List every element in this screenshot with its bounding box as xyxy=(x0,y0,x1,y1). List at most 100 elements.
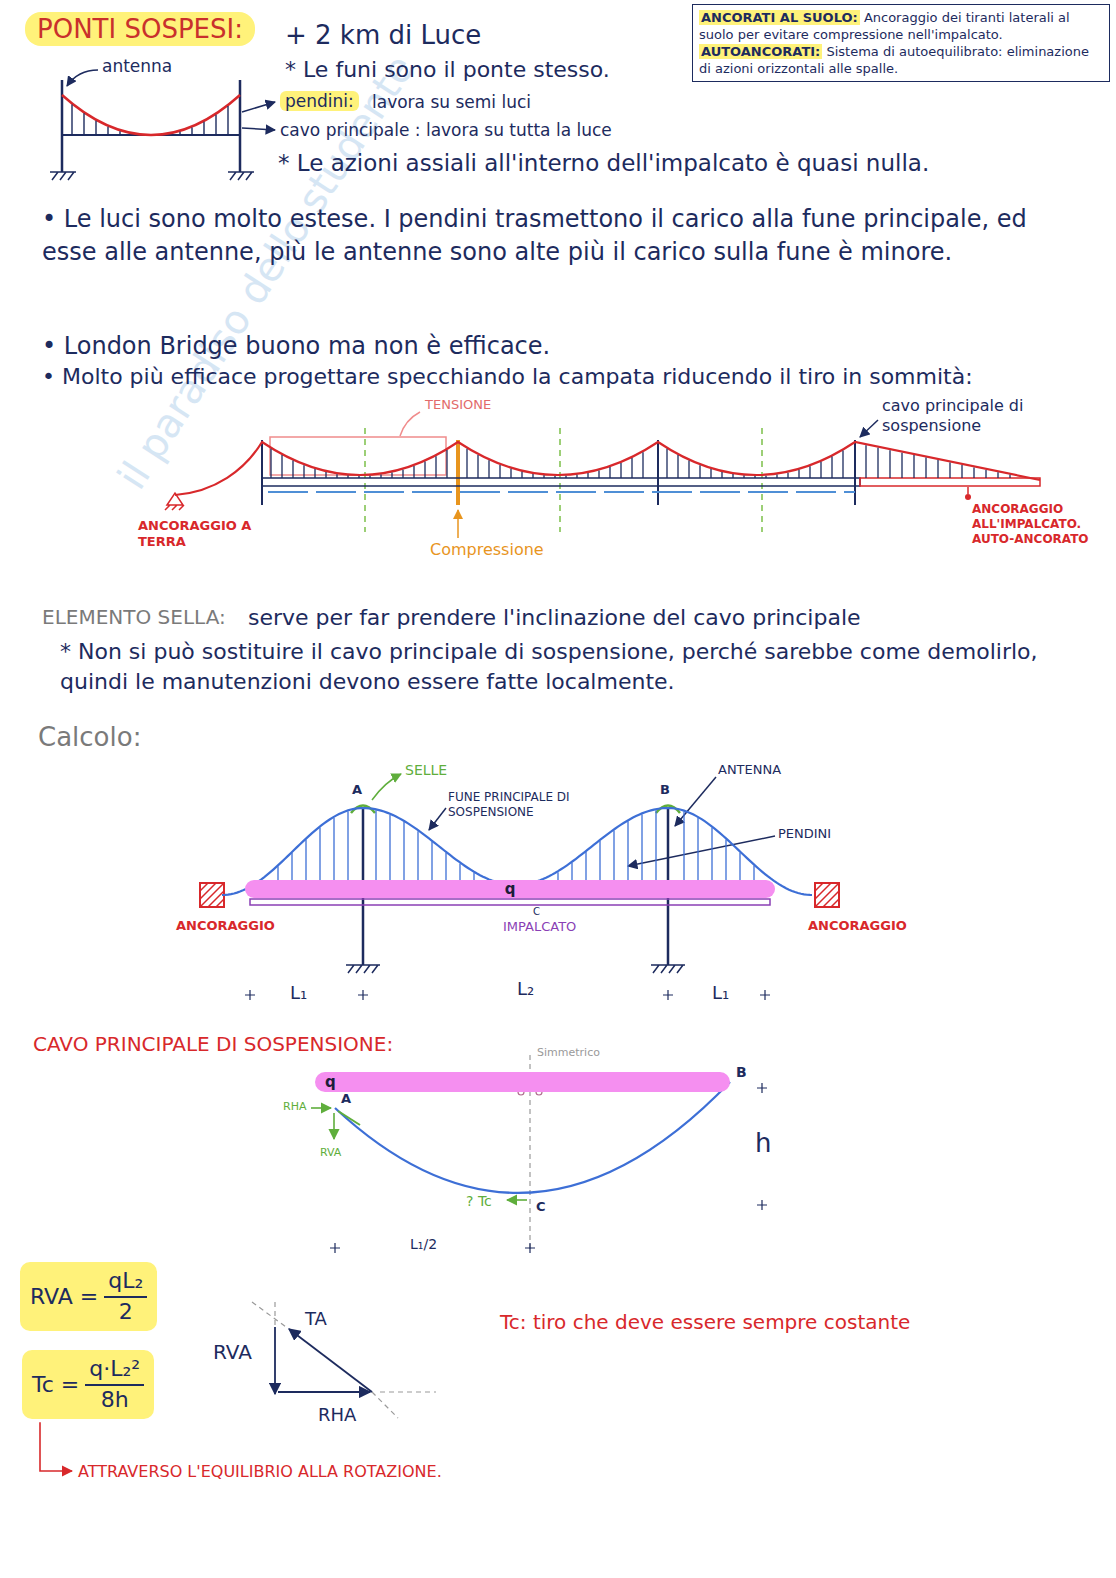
hanger-line xyxy=(973,467,974,478)
multi-span-bridge xyxy=(365,428,762,532)
hanger-line xyxy=(585,852,586,880)
hanger-line xyxy=(277,866,278,880)
hanger-line xyxy=(721,472,722,478)
handwritten-note: • Molto più efficace progettare specchia… xyxy=(42,362,1092,392)
hanger-line xyxy=(776,475,777,478)
calculation-bridge xyxy=(815,883,839,907)
hanger-line xyxy=(642,452,643,478)
hanger-line xyxy=(831,457,832,478)
hanger-line xyxy=(431,842,432,880)
hanger-line xyxy=(466,449,467,478)
calculation-bridge xyxy=(429,808,446,830)
dimension-label: h xyxy=(755,1126,771,1161)
part-name: PENDINI xyxy=(778,826,831,842)
hanger-line xyxy=(459,863,460,880)
hanger-line xyxy=(499,465,500,478)
hanger-line xyxy=(641,814,642,880)
bridge-sketch xyxy=(62,95,240,135)
hanger-line xyxy=(889,450,890,478)
watermark: il paradiso dello studente xyxy=(105,45,427,500)
force-name: ? Tc xyxy=(466,1193,492,1211)
hanger-line xyxy=(281,455,282,478)
formula-left: RVA = xyxy=(30,1284,98,1309)
hanger-line xyxy=(753,866,754,880)
hanger-line xyxy=(565,476,566,478)
part-name: IMPALCATO xyxy=(503,919,576,935)
hanger-line xyxy=(877,448,878,478)
section-heading: CAVO PRINCIPALE DI SOSPENSIONE: xyxy=(33,1032,393,1057)
dimension-label: L₁/2 xyxy=(410,1236,437,1254)
handwritten-note: * Non si può sostituire il cavo principa… xyxy=(60,637,1105,697)
dimension-label: L₂ xyxy=(517,978,534,1001)
bridge-sketch xyxy=(242,128,275,130)
space xyxy=(860,10,864,25)
hanger-line xyxy=(71,104,72,135)
hanger-line xyxy=(677,455,678,478)
hanger-line xyxy=(865,445,866,478)
formula-left: Tc = xyxy=(32,1372,79,1397)
definition-paragraph: ANCORATI AL SUOLO: Ancoraggio dei tirant… xyxy=(699,9,1103,43)
hanger-line xyxy=(820,462,821,478)
bridge-sketch xyxy=(62,80,240,172)
fraction: qL₂2 xyxy=(104,1267,147,1326)
handwritten-note: cavo principale : lavora su tutta la luc… xyxy=(280,120,612,141)
definition-box: ANCORATI AL SUOLO: Ancoraggio dei tirant… xyxy=(692,4,1110,82)
hanger-line xyxy=(203,122,204,135)
hanger-line xyxy=(107,127,108,135)
denominator: 8h xyxy=(101,1386,129,1415)
hanger-line xyxy=(347,476,348,478)
hanger-line xyxy=(901,453,902,478)
hanger-line xyxy=(809,466,810,478)
note: Simmetrico xyxy=(537,1046,600,1060)
hanger-line xyxy=(179,132,180,135)
hanger-line xyxy=(913,455,914,478)
force-triangle xyxy=(274,1327,276,1394)
load-symbol: q xyxy=(325,1075,336,1090)
numerator: qL₂ xyxy=(104,1267,147,1298)
load-band: q xyxy=(315,1072,730,1092)
part-name: FUNE PRINCIPALE DI SOSPENSIONE xyxy=(448,790,623,820)
hanger-line xyxy=(683,812,684,880)
hanger-line xyxy=(571,863,572,880)
hanger-line xyxy=(1009,475,1010,478)
point-name: A xyxy=(341,1091,351,1107)
highlighted-term: pendini: xyxy=(285,91,354,111)
hanger-line xyxy=(380,474,381,478)
handwritten-note: • Le luci sono molto estese. I pendini t… xyxy=(42,203,1087,268)
denominator: 2 xyxy=(119,1298,133,1327)
hanger-line xyxy=(477,455,478,478)
point-name: B xyxy=(660,782,670,798)
part-name: antenna xyxy=(102,56,172,77)
hanger-line xyxy=(627,821,628,880)
hanger-line xyxy=(554,476,555,478)
hanger-line xyxy=(83,113,84,135)
section-heading: Calcolo: xyxy=(38,720,141,755)
leader-arrow xyxy=(40,1422,72,1471)
calculation-bridge xyxy=(628,836,775,866)
hanger-line xyxy=(325,472,326,478)
hanger-line xyxy=(391,472,392,478)
calculation-bridge xyxy=(815,883,839,907)
force-name: TA xyxy=(305,1308,327,1331)
definition-term: ANCORATI AL SUOLO: xyxy=(699,10,860,25)
hanger-line xyxy=(688,461,689,478)
cable-free-body xyxy=(338,1111,360,1125)
point-name: C xyxy=(533,906,540,919)
hanger-line xyxy=(314,469,315,478)
hanger-line xyxy=(961,465,962,478)
hanger-line xyxy=(732,474,733,478)
cable-free-body xyxy=(311,1107,331,1109)
part-name: ANCORAGGIO A TERRA xyxy=(138,518,253,551)
part-name: cavo principale di sospensione xyxy=(882,396,1082,436)
multi-span-bridge xyxy=(268,491,855,493)
handwritten-note: lavora su semi luci xyxy=(372,92,531,113)
hanger-line xyxy=(270,449,271,478)
hanger-line xyxy=(598,470,599,478)
hanger-line xyxy=(402,470,403,478)
multi-span-bridge xyxy=(262,478,860,486)
numerator: q·L₂² xyxy=(85,1355,144,1386)
hanger-line xyxy=(488,460,489,478)
